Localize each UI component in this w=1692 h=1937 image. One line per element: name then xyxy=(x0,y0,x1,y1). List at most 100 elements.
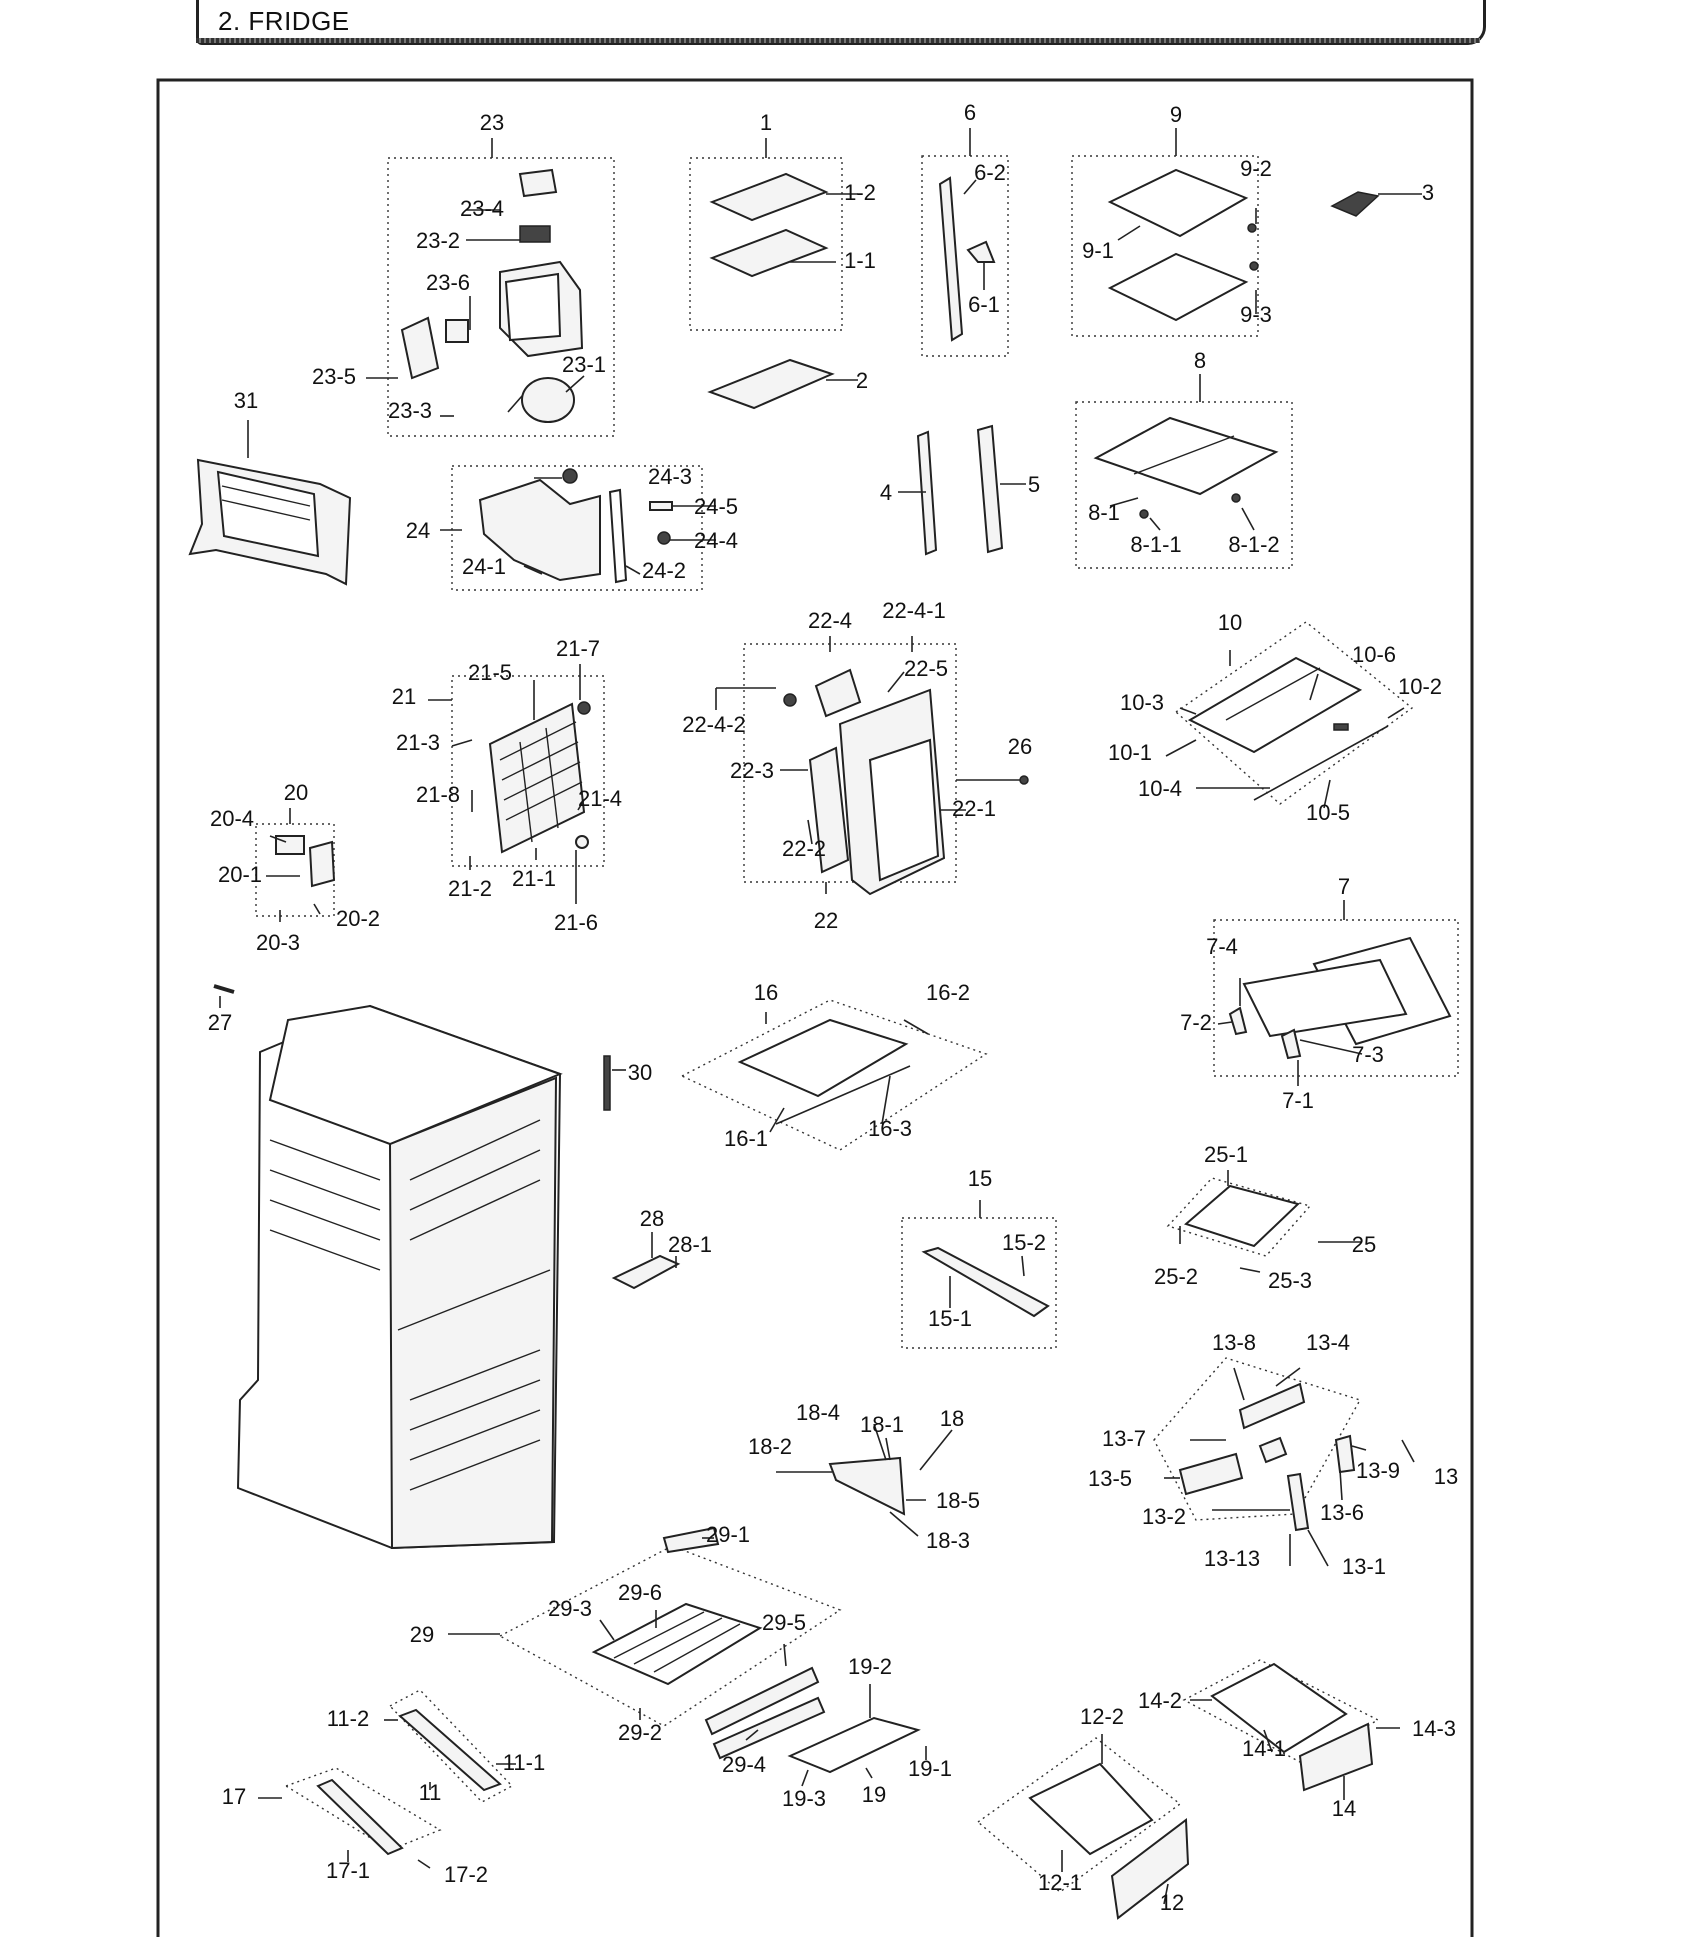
callout-label-24-3: 24-3 xyxy=(648,464,692,489)
callout-label-1-2: 1-2 xyxy=(844,180,876,205)
callout-label-9: 9 xyxy=(1170,102,1182,127)
part-8-shelf xyxy=(1093,416,1279,519)
callout-label-25-2: 25-2 xyxy=(1154,1264,1198,1289)
group-box-20 xyxy=(255,823,335,917)
callout-label-29-6: 29-6 xyxy=(618,1580,662,1605)
callout-label-22-5: 22-5 xyxy=(904,656,948,681)
callout-label-21-5: 21-5 xyxy=(468,660,512,685)
callout-label-22-4: 22-4 xyxy=(808,608,852,633)
callout-label-6-2: 6-2 xyxy=(974,160,1006,185)
callout-label-4: 4 xyxy=(880,480,892,505)
callout-label-19-1: 19-1 xyxy=(908,1756,952,1781)
callout-label-23-1: 23-1 xyxy=(562,352,606,377)
callout-label-19-3: 19-3 xyxy=(782,1786,826,1811)
part-15-rail xyxy=(921,1246,1050,1318)
callout-label-28-1: 28-1 xyxy=(668,1232,712,1257)
callout-label-10-5: 10-5 xyxy=(1306,800,1350,825)
part-26-screw xyxy=(1019,775,1029,785)
group-box-22 xyxy=(743,643,957,883)
callout-label-23-6: 23-6 xyxy=(426,270,470,295)
callout-label-3: 3 xyxy=(1422,180,1434,205)
callout-label-29: 29 xyxy=(410,1622,434,1647)
callout-label-7: 7 xyxy=(1338,874,1350,899)
callout-label-18: 18 xyxy=(940,1406,964,1431)
part-14-drawer xyxy=(1210,1662,1374,1792)
callout-label-25: 25 xyxy=(1352,1232,1376,1257)
callout-label-24-5: 24-5 xyxy=(694,494,738,519)
callout-label-6-1: 6-1 xyxy=(968,292,1000,317)
callout-label-23: 23 xyxy=(480,110,504,135)
group-box-29 xyxy=(498,1545,842,1727)
callout-label-13-7: 13-7 xyxy=(1102,1426,1146,1451)
group-box-16 xyxy=(680,999,988,1151)
callout-label-29-1: 29-1 xyxy=(706,1522,750,1547)
callout-label-13-5: 13-5 xyxy=(1088,1466,1132,1491)
part-29-drawer xyxy=(591,1526,826,1760)
callout-label-29-4: 29-4 xyxy=(722,1752,766,1777)
callout-label-5: 5 xyxy=(1028,472,1040,497)
callout-label-23-2: 23-2 xyxy=(416,228,460,253)
callout-label-14-3: 14-3 xyxy=(1412,1716,1456,1741)
callout-label-13-4: 13-4 xyxy=(1306,1330,1350,1355)
callout-label-24-2: 24-2 xyxy=(642,558,686,583)
part-5-rail xyxy=(976,424,1004,554)
callout-label-16: 16 xyxy=(754,980,778,1005)
callout-label-16-1: 16-1 xyxy=(724,1126,768,1151)
callout-label-9-2: 9-2 xyxy=(1240,156,1272,181)
callout-label-13-2: 13-2 xyxy=(1142,1504,1186,1529)
part-cabinet xyxy=(236,1004,563,1550)
part-23-ice-maker xyxy=(400,168,584,423)
leader-lines xyxy=(219,128,1422,1905)
part-31-dispenser-cover xyxy=(188,458,352,586)
callout-label-23-3: 23-3 xyxy=(388,398,432,423)
section-header-rule xyxy=(196,38,1480,43)
callout-label-6: 6 xyxy=(964,100,976,125)
callout-label-22-1: 22-1 xyxy=(952,796,996,821)
callout-label-8: 8 xyxy=(1194,348,1206,373)
part-16-cover xyxy=(737,1018,911,1125)
part-28-bracket xyxy=(611,1254,681,1290)
callout-label-20: 20 xyxy=(284,780,308,805)
callout-label-17-1: 17-1 xyxy=(326,1858,370,1883)
callout-label-21-7: 21-7 xyxy=(556,636,600,661)
callout-label-10-1: 10-1 xyxy=(1108,740,1152,765)
part-19-cover xyxy=(787,1716,921,1774)
callout-label-7-3: 7-3 xyxy=(1352,1042,1384,1067)
callout-label-13-13: 13-13 xyxy=(1204,1546,1260,1571)
callout-label-20-2: 20-2 xyxy=(336,906,380,931)
part-27-clip xyxy=(213,984,235,994)
callout-label-14-1: 14-1 xyxy=(1242,1736,1286,1761)
callout-label-22-2: 22-2 xyxy=(782,836,826,861)
callout-label-18-1: 18-1 xyxy=(860,1412,904,1437)
callout-label-24: 24 xyxy=(406,518,430,543)
callout-label-22-4-2: 22-4-2 xyxy=(682,712,746,737)
callout-label-17: 17 xyxy=(222,1784,246,1809)
callout-label-20-3: 20-3 xyxy=(256,930,300,955)
callout-label-12-2: 12-2 xyxy=(1080,1704,1124,1729)
callout-label-18-2: 18-2 xyxy=(748,1434,792,1459)
callout-label-7-2: 7-2 xyxy=(1180,1010,1212,1035)
part-12-drawer xyxy=(1028,1762,1190,1920)
part-18-bar xyxy=(828,1456,906,1516)
callout-label-18-3: 18-3 xyxy=(926,1528,970,1553)
callout-label-28: 28 xyxy=(640,1206,664,1231)
callout-label-18-4: 18-4 xyxy=(796,1400,840,1425)
callout-label-29-5: 29-5 xyxy=(762,1610,806,1635)
callout-label-11: 11 xyxy=(419,1780,442,1805)
callout-label-19-2: 19-2 xyxy=(848,1654,892,1679)
callout-label-8-1-1: 8-1-1 xyxy=(1130,532,1181,557)
callout-label-27: 27 xyxy=(208,1010,232,1035)
callout-label-11-1: 11-1 xyxy=(503,1750,545,1775)
group-box-12 xyxy=(976,1737,1182,1893)
callout-label-13: 13 xyxy=(1434,1464,1458,1489)
callout-label-15-1: 15-1 xyxy=(928,1306,972,1331)
callout-label-10-2: 10-2 xyxy=(1398,674,1442,699)
callout-label-21-8: 21-8 xyxy=(416,782,460,807)
part-6-rail xyxy=(938,176,996,342)
callout-label-29-2: 29-2 xyxy=(618,1720,662,1745)
group-box-6 xyxy=(921,155,1009,357)
part-4-rail xyxy=(916,430,938,556)
callout-label-21-3: 21-3 xyxy=(396,730,440,755)
